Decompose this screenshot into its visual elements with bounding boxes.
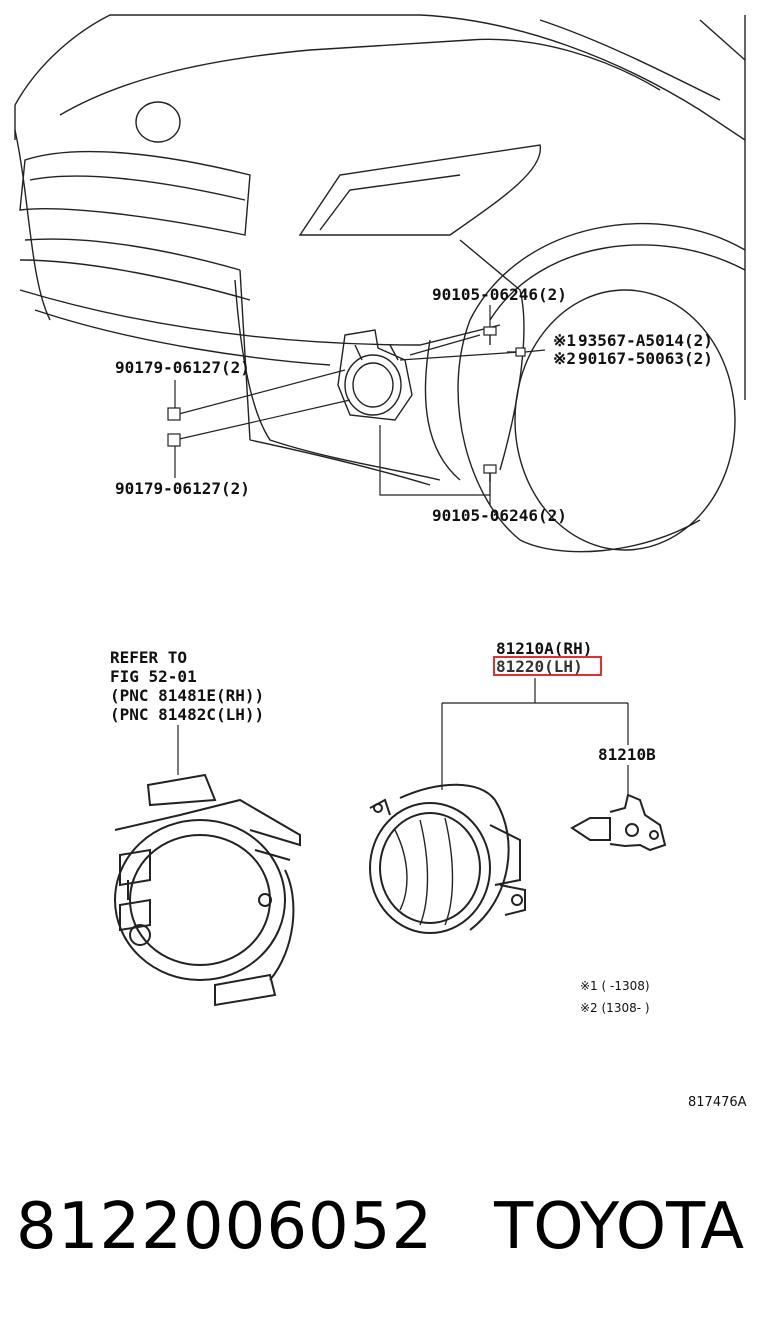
label-lh: 81220(LH) — [496, 657, 583, 676]
part-number: 8122006052 — [16, 1190, 434, 1264]
fog-lamp-unit — [369, 783, 526, 934]
fog-lamp-bracket — [114, 773, 301, 1007]
bolt-upper-icon — [483, 326, 497, 345]
label-marker-1: ※1 — [553, 331, 576, 350]
refer-line-1: REFER TO — [110, 648, 187, 667]
label-marker-2: ※2 — [553, 349, 576, 368]
label-part-90167: 90167-50063(2) — [578, 349, 713, 368]
bolt-lower-icon — [483, 464, 497, 482]
clip-upper-icon — [167, 407, 181, 421]
label-rh: 81210A(RH) — [496, 639, 592, 658]
top-leader-lines — [174, 305, 546, 505]
screw-icon — [507, 347, 526, 357]
refer-line-2: FIG 52-01 — [110, 667, 197, 686]
brand-name: TOYOTA — [494, 1190, 744, 1264]
fog-lamp-mount-sketch — [337, 329, 413, 421]
refer-line-3: (PNC 81481E(RH)) — [110, 686, 264, 705]
bulb-icon — [570, 793, 667, 852]
car-front-outline — [14, 14, 746, 553]
label-bolt-lower: 90105-06246(2) — [432, 506, 567, 525]
fastener-icons — [167, 326, 526, 482]
label-part-93567: 93567-A5014(2) — [578, 331, 713, 350]
label-bulb: 81210B — [598, 745, 656, 764]
label-clip-lower: 90179-06127(2) — [115, 479, 250, 498]
note-2: ※2 (1308- ) — [580, 1001, 650, 1015]
footer: 8122006052 TOYOTA — [0, 1190, 760, 1280]
lh-highlight-box — [493, 656, 602, 676]
figure-id: 817476A — [688, 1095, 747, 1110]
label-clip-upper: 90179-06127(2) — [115, 358, 250, 377]
label-bolt-upper: 90105-06246(2) — [432, 285, 567, 304]
note-1: ※1 ( -1308) — [580, 979, 650, 993]
clip-lower-icon — [167, 433, 181, 447]
refer-line-4: (PNC 81482C(LH)) — [110, 705, 264, 724]
